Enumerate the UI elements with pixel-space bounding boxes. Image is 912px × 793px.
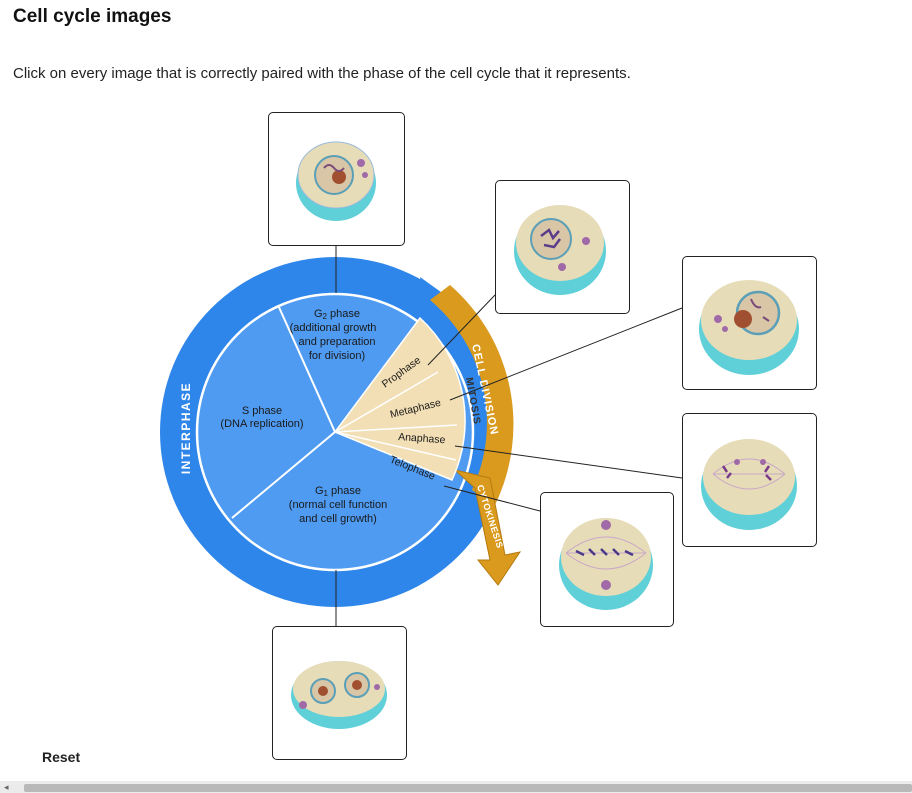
telophase-image[interactable] xyxy=(540,492,674,627)
g2-desc-line1: (additional growth xyxy=(290,322,377,334)
g2-phase-image[interactable] xyxy=(268,112,405,246)
g1-phase-image[interactable] xyxy=(272,626,407,760)
g2-desc-line2: and preparation xyxy=(298,336,375,348)
scroll-left-icon[interactable]: ◂ xyxy=(4,782,9,792)
anaphase-label: Anaphase xyxy=(398,431,446,446)
reset-button[interactable]: Reset xyxy=(42,749,81,765)
g1-phase-label: G1 phase xyxy=(315,485,361,498)
metaphase-image[interactable] xyxy=(682,256,817,390)
scrollbar-thumb[interactable] xyxy=(24,784,912,792)
g2-desc-line3: for division) xyxy=(309,350,365,362)
cell-division-band xyxy=(430,285,514,505)
prophase-image[interactable] xyxy=(495,180,630,314)
g1-desc-line1: (normal cell function xyxy=(289,499,387,511)
instructions-text: Click on every image that is correctly p… xyxy=(13,65,631,82)
g2-phase-label: G2 phase xyxy=(314,308,360,321)
g1-desc-line2: and cell growth) xyxy=(299,513,377,525)
horizontal-scrollbar[interactable]: ◂ xyxy=(0,781,912,793)
page-title: Cell cycle images xyxy=(13,6,172,27)
anaphase-image[interactable] xyxy=(682,413,817,547)
interphase-label: INTERPHASE xyxy=(179,382,193,474)
s-phase-label: S phase xyxy=(242,405,282,417)
s-phase-desc: (DNA replication) xyxy=(220,418,303,430)
